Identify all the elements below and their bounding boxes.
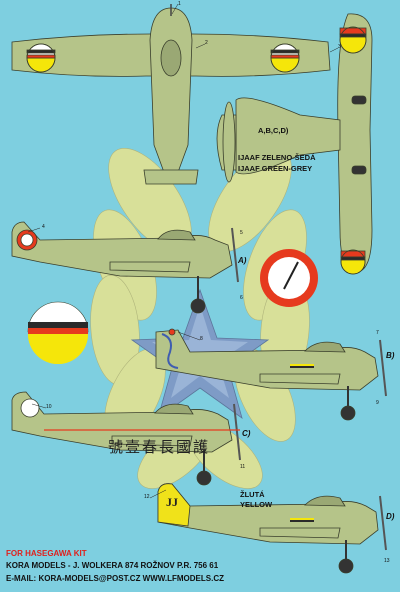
callout-9: 9: [376, 400, 379, 406]
address-line: KORA MODELS - J. WOLKERA 874 ROŽNOV P.R.…: [6, 561, 219, 570]
callout-lines: [27, 3, 339, 499]
svg-text:JJ: JJ: [166, 495, 178, 509]
callout-1: 1: [178, 1, 181, 7]
roundel-a-tail: [16, 229, 38, 251]
aircraft-side-a: [11, 221, 239, 314]
version-b-label: B): [386, 351, 395, 360]
callout-13: 13: [384, 558, 390, 564]
callout-12: 12: [144, 494, 150, 500]
color-label-czech: IJAAF ZELENO-ŠEDÁ: [238, 153, 316, 162]
roundel-c-tail: [20, 398, 40, 418]
callout-3: 3: [338, 44, 341, 50]
color-label-english: IJAAF GREEN-GREY: [238, 164, 313, 173]
version-d-label: D): [386, 512, 395, 521]
callout-4: 4: [42, 224, 45, 230]
roundel-bottom-upper: [339, 26, 367, 54]
callout-8: 8: [200, 336, 203, 342]
roundel-top-left: [26, 43, 56, 73]
callout-7: 7: [376, 330, 379, 336]
roundel-top-right: [270, 43, 300, 73]
aircraft-side-b: [155, 328, 387, 421]
callout-5: 5: [240, 230, 243, 236]
roundel-detail: [260, 249, 318, 307]
yellow-label-english: YELLOW: [240, 500, 273, 509]
kit-label: FOR HASEGAWA KIT: [6, 549, 87, 558]
flag-decal: [27, 301, 89, 364]
versions-label: A,B,C,D): [258, 126, 289, 135]
callout-6: 6: [240, 295, 243, 301]
callout-2: 2: [205, 40, 208, 46]
fuselage-inscription: 號壹春長國護: [108, 438, 211, 456]
aircraft-top-view: [11, 4, 331, 185]
version-c-label: C): [242, 429, 251, 438]
roundel-bottom-lower: [340, 249, 366, 275]
aircraft-bottom-view: [216, 13, 373, 275]
callout-11: 11: [240, 464, 246, 470]
callout-10: 10: [46, 404, 52, 410]
version-a-label: A): [238, 256, 247, 265]
contact-line: E-MAIL: KORA-MODELS@POST.CZ WWW.LFMODELS…: [6, 574, 224, 583]
yellow-label-czech: ŽLUTÁ: [240, 490, 265, 499]
aircraft-side-c: [11, 391, 241, 486]
aircraft-side-d: JJ: [157, 483, 387, 574]
